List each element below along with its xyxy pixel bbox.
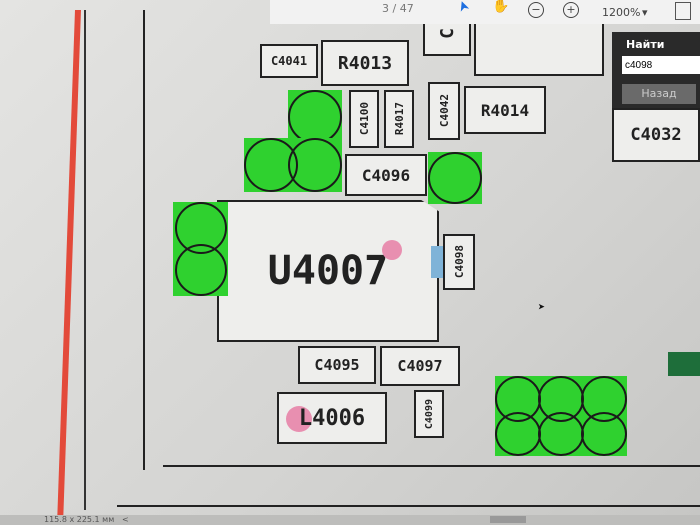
component-r4017[interactable]: R4017 [384, 90, 414, 148]
label: R4014 [480, 100, 530, 120]
board-edge-inner [143, 10, 145, 470]
find-title: Найти [626, 38, 665, 51]
page-indicator: 3 / 47 [382, 2, 414, 15]
test-pad-outline [538, 412, 584, 456]
component-c4100[interactable]: C4100 [349, 90, 379, 148]
mouse-cursor-icon: ➤ [538, 300, 546, 314]
label: C4095 [314, 356, 360, 374]
label: C [436, 27, 458, 39]
test-pad-outline [288, 90, 342, 144]
horizontal-scrollbar[interactable] [490, 516, 526, 523]
label: C4041 [270, 54, 308, 68]
label: C4100 [357, 102, 371, 136]
component-c4098[interactable]: C4098 [443, 234, 475, 290]
zoom-dropdown-icon[interactable]: ▾ [642, 6, 648, 19]
test-pad-outline [175, 244, 227, 296]
label: C4099 [423, 398, 435, 430]
board-edge-bottom-outer [117, 505, 700, 507]
pin1-marker [382, 240, 402, 260]
zoom-level[interactable]: 1200% [602, 6, 641, 19]
highlight-c4098 [431, 246, 445, 278]
component-l4006[interactable]: L4006 [277, 392, 387, 444]
component-r4013[interactable]: R4013 [321, 40, 409, 86]
component-c4095[interactable]: C4095 [298, 346, 376, 384]
label: C4097 [397, 357, 443, 375]
select-tool-icon[interactable]: ➤ [454, 0, 474, 15]
board-edge-bottom [163, 465, 700, 467]
find-panel: Найти Назад [612, 32, 700, 108]
board-edge [84, 10, 86, 510]
label: C4098 [452, 245, 466, 279]
label: C4042 [437, 94, 451, 128]
component-c4096[interactable]: C4096 [345, 154, 427, 196]
back-button[interactable]: Назад [622, 84, 696, 104]
test-pad-outline [288, 138, 342, 192]
component-c4042[interactable]: C4042 [428, 82, 460, 140]
scroll-left-button[interactable]: < [122, 515, 129, 524]
zoom-out-button[interactable]: − [528, 2, 544, 18]
pan-tool-icon[interactable]: ✋ [492, 0, 510, 14]
label: C4032 [630, 125, 682, 145]
test-pad-outline [428, 152, 482, 204]
component-r4014[interactable]: R4014 [464, 86, 546, 134]
component-c4099[interactable]: C4099 [414, 390, 444, 438]
label: C4096 [361, 165, 411, 185]
zoom-in-button[interactable]: + [563, 2, 579, 18]
test-pad-outline [495, 412, 541, 456]
print-icon[interactable] [675, 2, 691, 20]
component-c4097[interactable]: C4097 [380, 346, 460, 386]
test-pad-outline [581, 412, 627, 456]
label: U4007 [267, 248, 389, 294]
component-u4007[interactable]: U4007 [217, 200, 439, 342]
find-input[interactable] [622, 56, 700, 74]
status-bar: 115.8 x 225.1 мм < [0, 515, 700, 525]
label: R4013 [337, 52, 393, 74]
toolbar: 3 / 47 ➤ ✋ − + 1200% ▾ [270, 0, 700, 24]
test-pad-edge[interactable] [668, 352, 700, 376]
pin1-marker [286, 406, 312, 432]
board-outline-red [57, 10, 81, 525]
label: L4006 [298, 405, 366, 431]
page-dimensions: 115.8 x 225.1 мм [44, 515, 115, 524]
label: R4017 [392, 102, 406, 136]
component-c4032[interactable]: C4032 [612, 108, 700, 162]
component-c4041[interactable]: C4041 [260, 44, 318, 78]
